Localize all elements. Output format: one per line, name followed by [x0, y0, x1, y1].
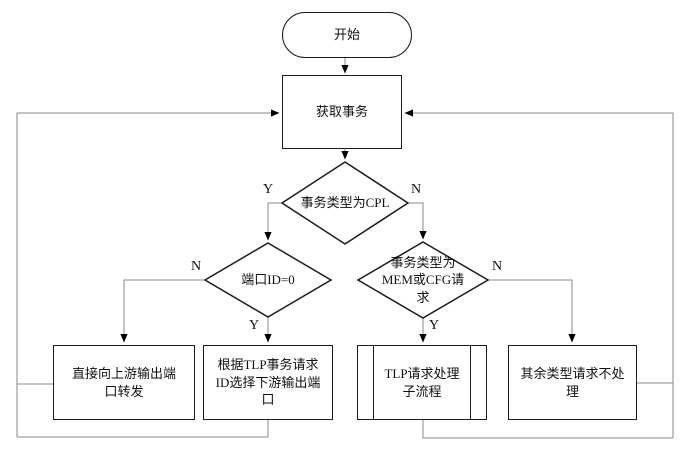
- subprocess-tlp-request-label: TLP请求处理 子流程: [384, 365, 460, 399]
- branch-label-portid-yes: Y: [248, 318, 260, 333]
- process-get-transaction: 获取事务: [282, 75, 402, 149]
- branch-label-cpl-no: N: [410, 182, 422, 197]
- branch-label-memcfg-yes: Y: [428, 318, 440, 333]
- process-ignore-others: 其余类型请求不处 理: [508, 345, 637, 420]
- decision-memcfg-shape: [356, 241, 490, 319]
- start-terminator: 开始: [282, 12, 412, 58]
- branch-label-portid-no: N: [190, 259, 202, 274]
- decision-cpl-shape: [280, 161, 410, 245]
- decision-memcfg-label: 事务类型为 MEM或CFG请 求: [381, 254, 465, 305]
- connector-portid-no-to-forward: [120, 279, 205, 343]
- connector-cpl-yes-to-portid: [264, 202, 282, 241]
- connector-right-loop-to-get: [404, 109, 674, 438]
- decision-cpl-label: 事务类型为CPL: [300, 195, 390, 211]
- branch-label-memcfg-no: N: [491, 259, 503, 274]
- connector-memcfg-no-to-ignore: [488, 279, 576, 343]
- connector-cpl-no-to-memcfg: [408, 202, 427, 240]
- process-select-downstream: 根据TLP事务请求 ID选择下游输出端 口: [203, 345, 333, 420]
- decision-portid-label: 端口ID=0: [241, 272, 295, 288]
- connector-subprocess-feedback-bottom: [422, 420, 673, 439]
- subprocess-bar-right: [470, 346, 471, 419]
- connector-left-loop-to-get: [16, 109, 280, 437]
- subprocess-tlp-request: TLP请求处理 子流程: [357, 345, 487, 420]
- decision-portid-shape: [203, 242, 333, 318]
- subprocess-bar-left: [373, 346, 374, 419]
- branch-label-cpl-yes: Y: [262, 182, 274, 197]
- connector-select-feedback-bottom: [17, 420, 269, 438]
- process-forward-upstream: 直接向上游输出端 口转发: [53, 345, 195, 420]
